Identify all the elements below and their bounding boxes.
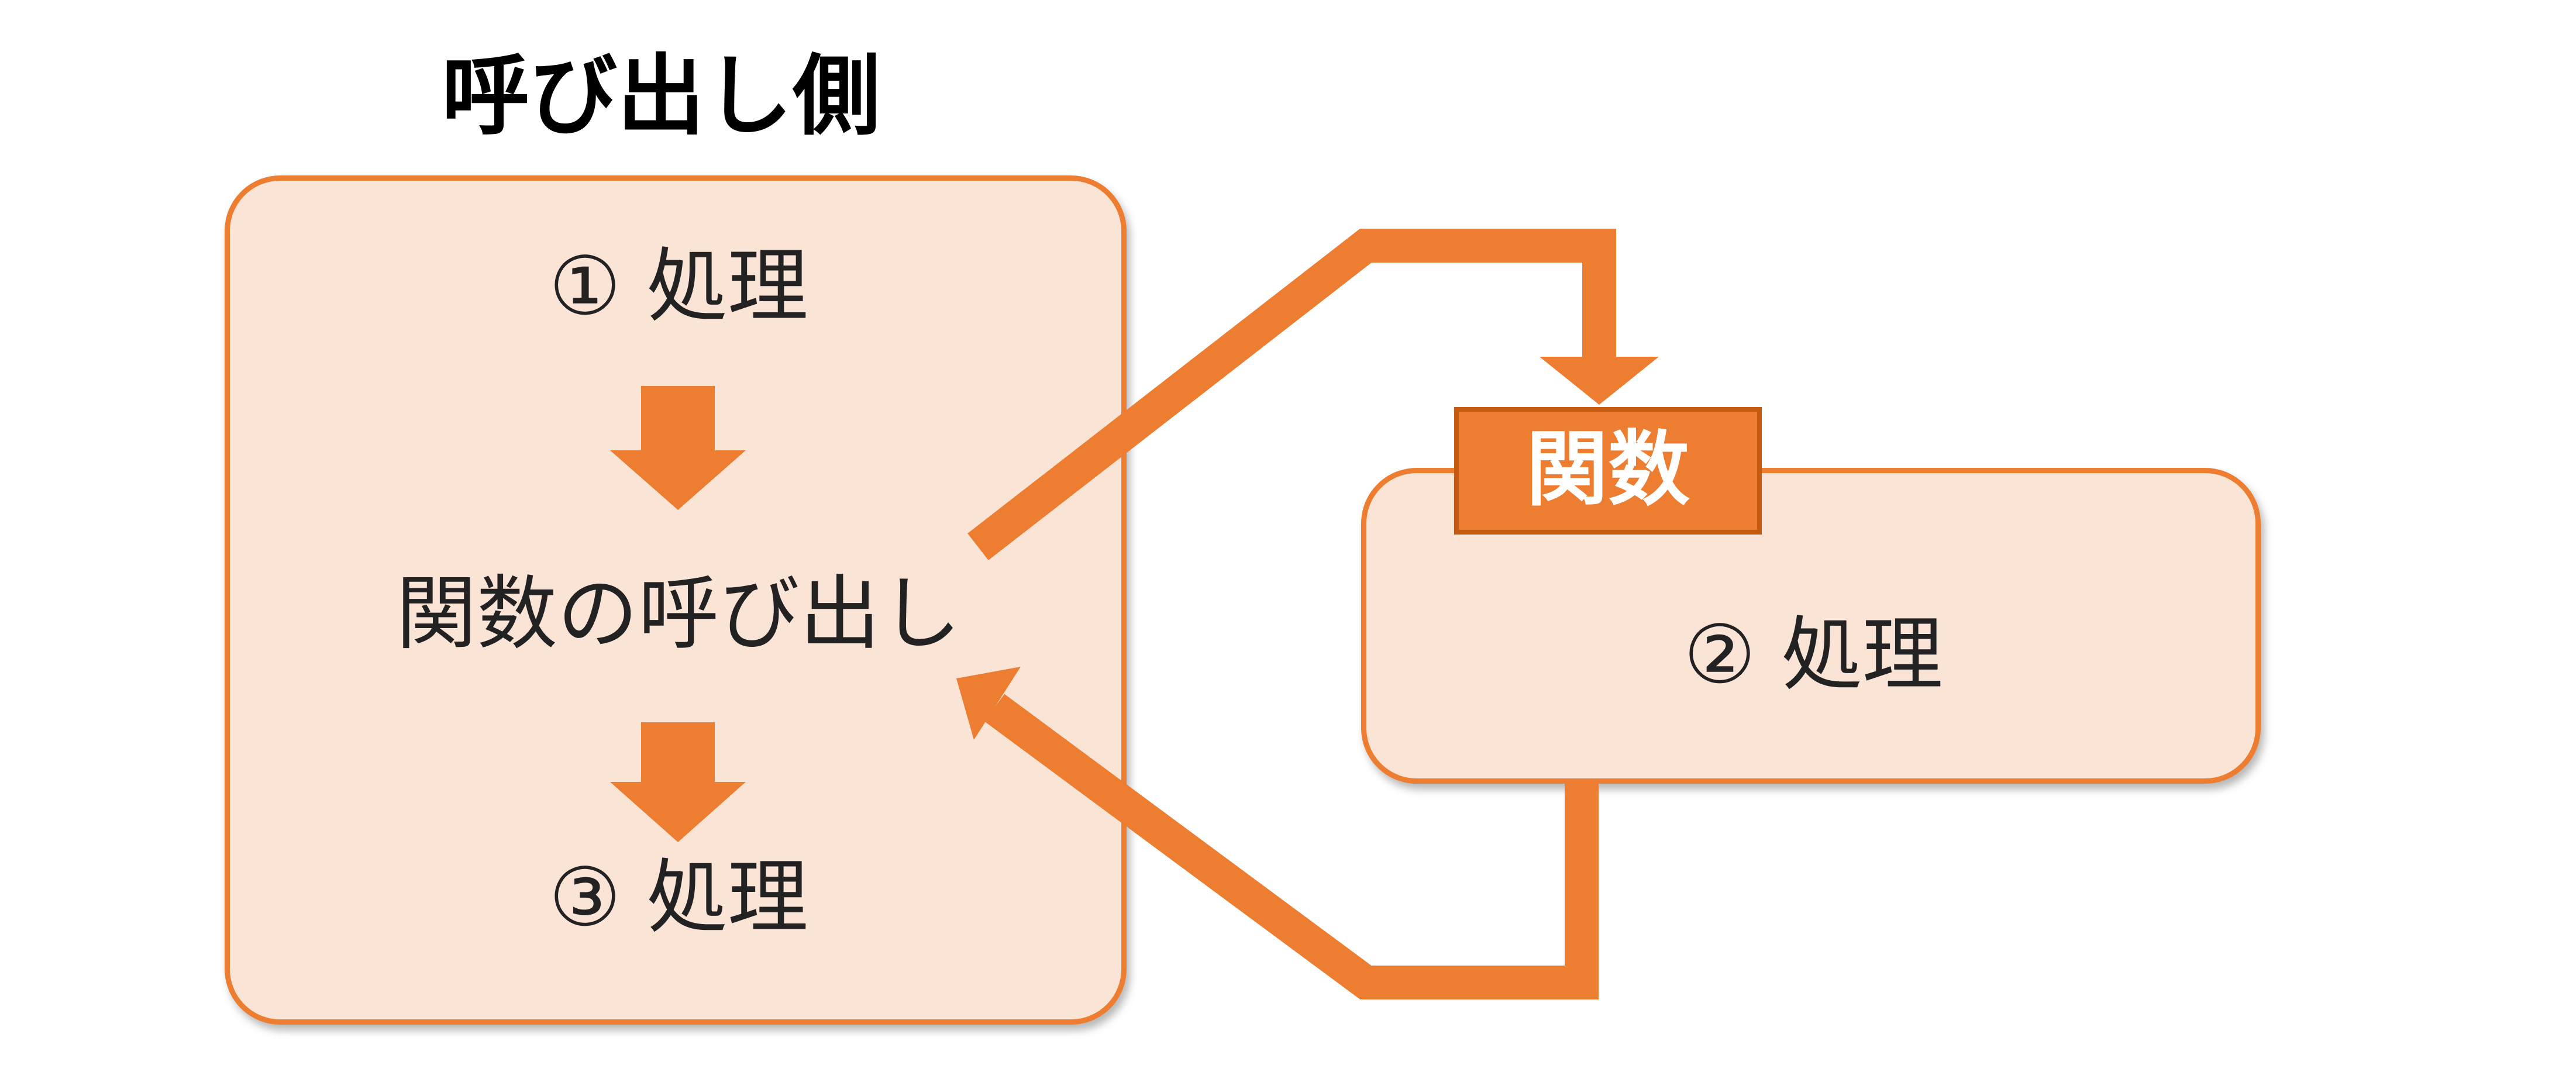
return-connector xyxy=(984,694,1599,999)
function-call-label: 関数の呼び出し xyxy=(395,567,961,661)
step-3-label: ③ 処理 xyxy=(549,850,808,945)
caller-box xyxy=(225,175,1127,1025)
step-2-label: ② 処理 xyxy=(1683,608,1943,702)
call-connector xyxy=(967,229,1616,560)
step-1-label: ① 処理 xyxy=(549,239,808,333)
caller-side-title: 呼び出し側 xyxy=(441,46,880,147)
down-arrow-2 xyxy=(610,722,746,842)
call-arrowhead xyxy=(1540,357,1659,405)
function-tag: 関数 xyxy=(1454,407,1762,535)
down-arrow-1 xyxy=(610,386,746,510)
return-arrowhead xyxy=(956,667,1021,740)
